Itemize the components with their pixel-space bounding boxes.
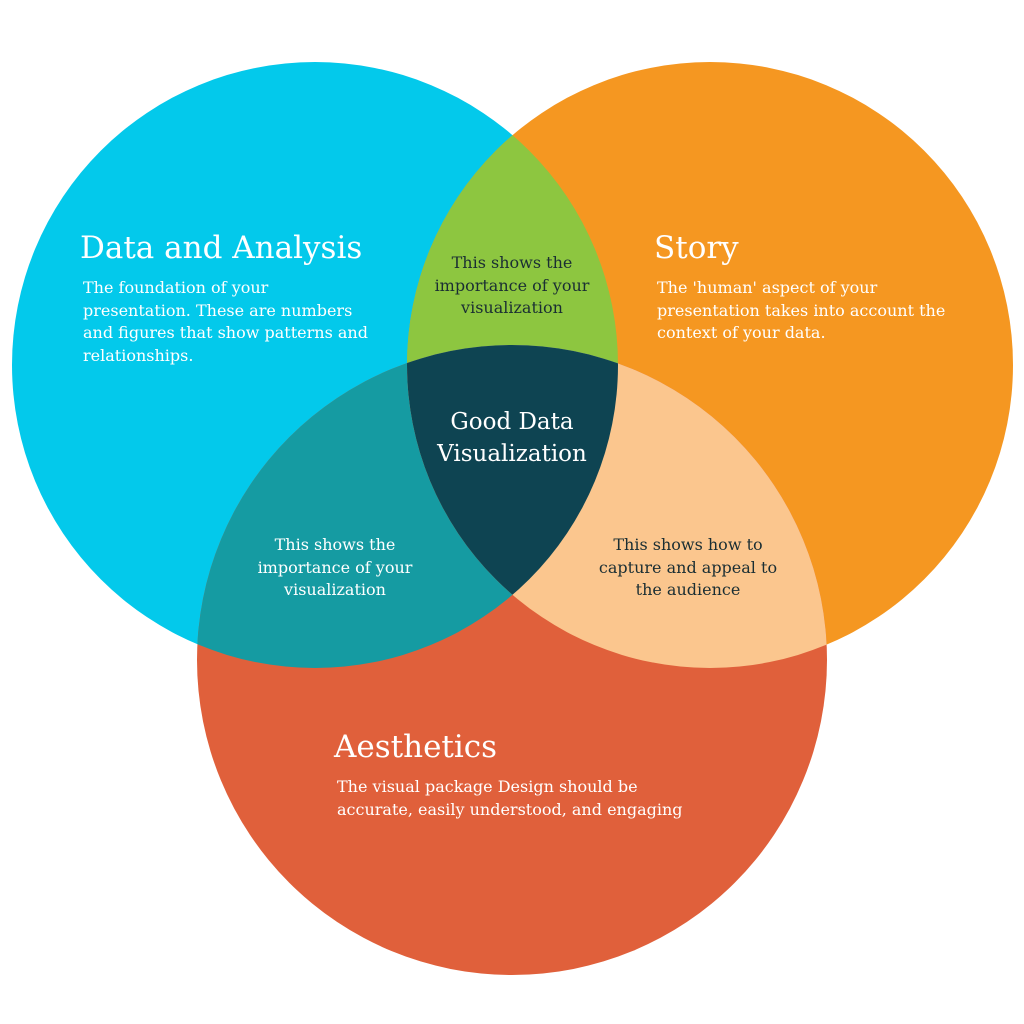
- data-aesthetics-overlap-text: This shows the importance of your visual…: [257, 535, 413, 599]
- aesthetics-title: Aesthetics: [334, 729, 498, 765]
- story-title: Story: [654, 230, 739, 266]
- data-analysis-title: Data and Analysis: [80, 230, 363, 266]
- data-analysis-description: The foundation of your presentation. The…: [83, 278, 368, 365]
- center-title: Good Data Visualization: [437, 409, 587, 467]
- data-story-overlap-text: This shows the importance of your visual…: [434, 253, 590, 317]
- story-aesthetics-overlap-text: This shows how to capture and appeal to …: [598, 535, 778, 599]
- story-description: The 'human' aspect of your presentation …: [657, 278, 946, 342]
- aesthetics-description: The visual package Design should be accu…: [337, 777, 683, 819]
